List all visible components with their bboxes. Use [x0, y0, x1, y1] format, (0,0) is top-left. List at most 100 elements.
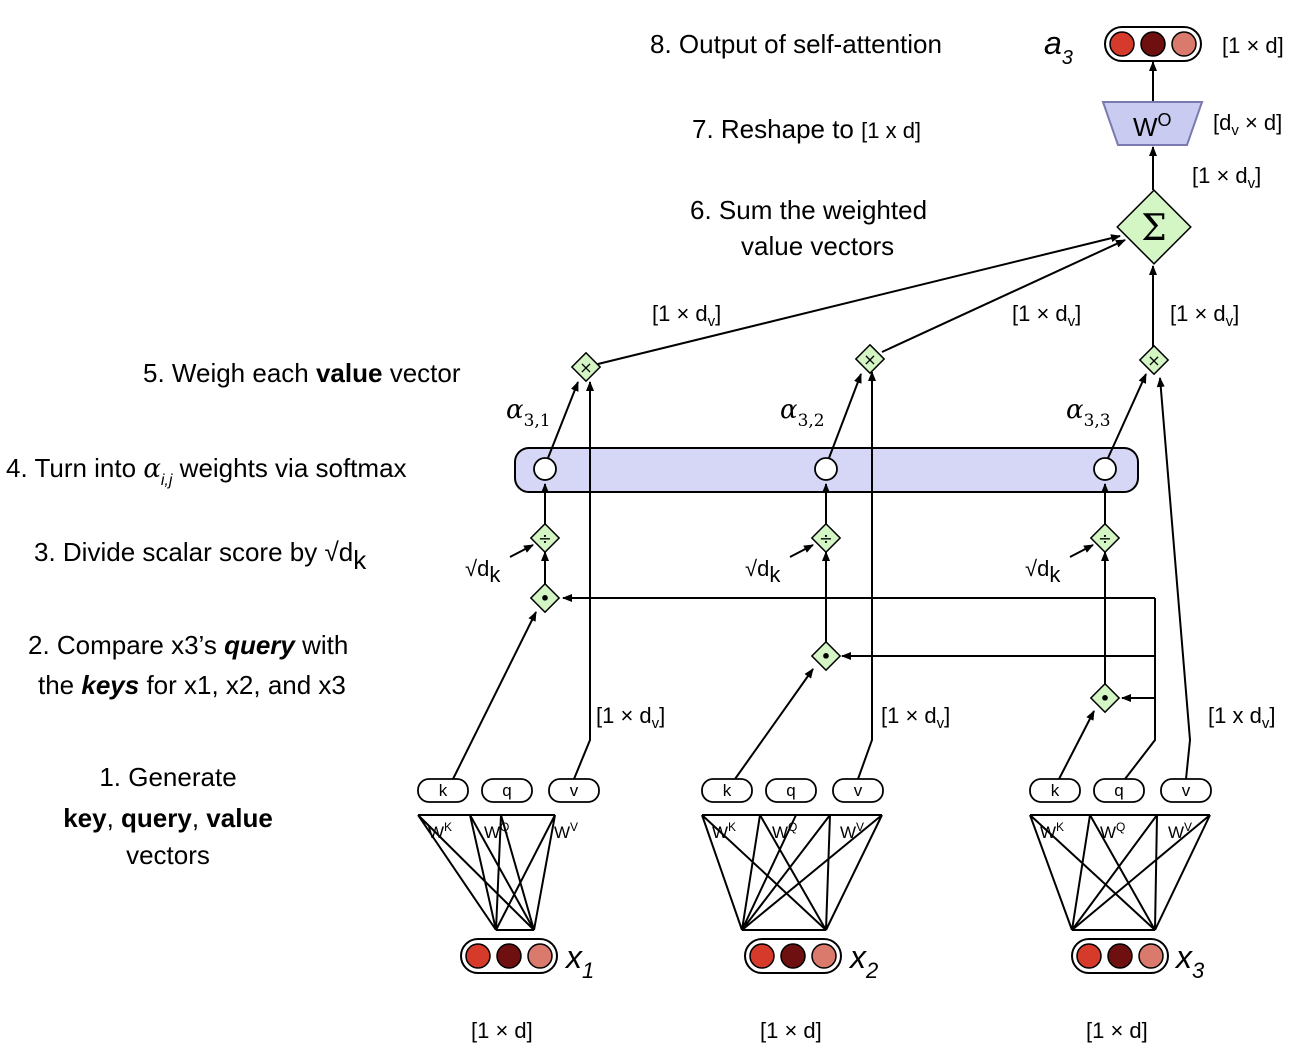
sqrt-label-1: √dk	[465, 556, 501, 587]
svg-text:q: q	[502, 781, 511, 800]
svg-text:WO: WO	[1133, 110, 1172, 142]
dot-op-3: •	[1089, 682, 1121, 714]
svg-text:k: k	[723, 781, 732, 800]
dot-op-1: •	[529, 582, 561, 614]
query-pill-2	[765, 778, 817, 803]
input-3-node-b	[1107, 943, 1133, 969]
svg-text:×: ×	[863, 350, 876, 369]
key1-to-dot1-arrow	[452, 611, 537, 780]
svg-text:v: v	[1182, 781, 1191, 800]
divide-op-3: ÷	[1089, 522, 1121, 554]
svg-text:÷: ÷	[1098, 529, 1111, 548]
sum-out-dim: [1 × dv]	[1192, 163, 1261, 192]
input-2-name: x2	[848, 939, 878, 983]
step-2-label: 2. Compare x3’s query with the keys for …	[28, 630, 348, 700]
input-1-node-a	[465, 943, 491, 969]
wo-dim: [dv × d]	[1213, 110, 1282, 139]
input-group-2: x2 [1 × d] WK WQ WV k q v	[701, 778, 884, 1043]
multiply-op-3: ×	[1138, 344, 1170, 376]
query3-line	[1124, 598, 1156, 780]
svg-text:8. Output of self-attention: 8. Output of self-attention	[650, 29, 942, 59]
svg-text:4. Turn into αi,j weights via: 4. Turn into αi,j weights via softmax	[6, 453, 407, 489]
svg-text:v: v	[854, 781, 863, 800]
wq-label-1: WQ	[484, 820, 509, 842]
value3-dim: [1 x dv]	[1208, 703, 1275, 732]
wk-label-2: WK	[712, 820, 736, 842]
query3-to-dot3-arrow	[1121, 694, 1156, 740]
softmax-node-2	[814, 457, 838, 481]
alpha2-arrow	[828, 373, 862, 459]
svg-text:×: ×	[1147, 351, 1160, 370]
input-1-node-c	[527, 943, 553, 969]
alpha1-arrow	[547, 381, 579, 459]
step-4-label: 4. Turn into αi,j weights via softmax	[6, 453, 407, 489]
input-2-node-a	[749, 943, 775, 969]
wo-projection: WO	[1101, 101, 1204, 146]
dot-op-2: •	[810, 640, 842, 672]
divide-op-2: ÷	[810, 522, 842, 554]
divide-op-1: ÷	[529, 522, 561, 554]
svg-text:•: •	[1100, 689, 1110, 708]
sum-op: Σ	[1116, 189, 1192, 265]
alpha-label-2: α3,2	[780, 395, 825, 431]
svg-text:×: ×	[579, 358, 592, 377]
weighted1-dim: [1 × dv]	[652, 301, 721, 330]
svg-text:1. Generate: 1. Generate	[99, 762, 236, 792]
value1-up-arrow	[573, 381, 594, 780]
weighted3-dim: [1 × dv]	[1170, 301, 1239, 330]
input-1-node-b	[496, 943, 522, 969]
input-3-name: x3	[1174, 939, 1205, 983]
svg-text:v: v	[570, 781, 579, 800]
sqrt-label-2: √dk	[745, 556, 781, 587]
wv-label-1: WV	[554, 820, 578, 842]
step-8-label: 8. Output of self-attention	[650, 29, 942, 59]
wq-label-2: WQ	[772, 820, 797, 842]
multiply-op-2: ×	[854, 343, 886, 375]
softmax-node-3	[1093, 457, 1117, 481]
input-2-node-c	[811, 943, 837, 969]
key-pill-3	[1029, 778, 1081, 803]
svg-text:value vectors: value vectors	[741, 231, 894, 261]
svg-text:the keys for x1, x2, and x3: the keys for x1, x2, and x3	[38, 670, 346, 700]
softmax-node-1	[533, 457, 557, 481]
key2-to-dot2-arrow	[734, 668, 814, 780]
query-pill-1	[481, 778, 533, 803]
wv-label-3: WV	[1168, 820, 1192, 842]
sqrt3-arrow	[1069, 544, 1094, 558]
svg-text:q: q	[1114, 781, 1123, 800]
svg-text:6. Sum the weighted: 6. Sum the weighted	[690, 195, 927, 225]
step-6-label: 6. Sum the weighted value vectors	[690, 195, 927, 261]
svg-text:key, query, value: key, query, value	[63, 803, 273, 833]
svg-text:•: •	[821, 647, 831, 666]
sqrt2-arrow	[789, 544, 814, 558]
svg-text:k: k	[1051, 781, 1060, 800]
sqrt1-arrow	[509, 544, 534, 558]
wk-label-1: WK	[428, 820, 452, 842]
output-name: a3	[1044, 25, 1073, 69]
svg-text:5. Weigh each value vector: 5. Weigh each value vector	[143, 358, 461, 388]
input-2-node-b	[780, 943, 806, 969]
input-1-name: x1	[564, 939, 594, 983]
input-2-dim: [1 × d]	[760, 1018, 822, 1043]
alpha3-arrow	[1107, 373, 1147, 459]
value2-up-arrow	[857, 371, 876, 780]
wv-label-2: WV	[840, 820, 864, 842]
sqrt-label-3: √dk	[1025, 556, 1061, 587]
multiply-op-1: ×	[570, 351, 602, 383]
weighted1-to-sum-arrow	[597, 234, 1121, 365]
svg-text:2. Compare x3’s query with: 2. Compare x3’s query with	[28, 630, 348, 660]
input-1-dim: [1 × d]	[471, 1018, 533, 1043]
output-dim: [1 × d]	[1222, 33, 1284, 58]
alpha-label-3: α3,3	[1066, 395, 1111, 431]
weighted2-dim: [1 × dv]	[1012, 301, 1081, 330]
input-3-dim: [1 × d]	[1086, 1018, 1148, 1043]
svg-text:3. Divide scalar score by √dk: 3. Divide scalar score by √dk	[34, 537, 367, 575]
step-1-label: 1. Generate key, query, value vectors	[63, 762, 273, 870]
wq-label-3: WQ	[1100, 820, 1125, 842]
step-7-label: 7. Reshape to [1 x d]	[692, 114, 921, 144]
svg-text:÷: ÷	[538, 529, 551, 548]
svg-text:vectors: vectors	[126, 840, 210, 870]
svg-text:k: k	[439, 781, 448, 800]
alpha-label-1: α3,1	[506, 395, 551, 431]
